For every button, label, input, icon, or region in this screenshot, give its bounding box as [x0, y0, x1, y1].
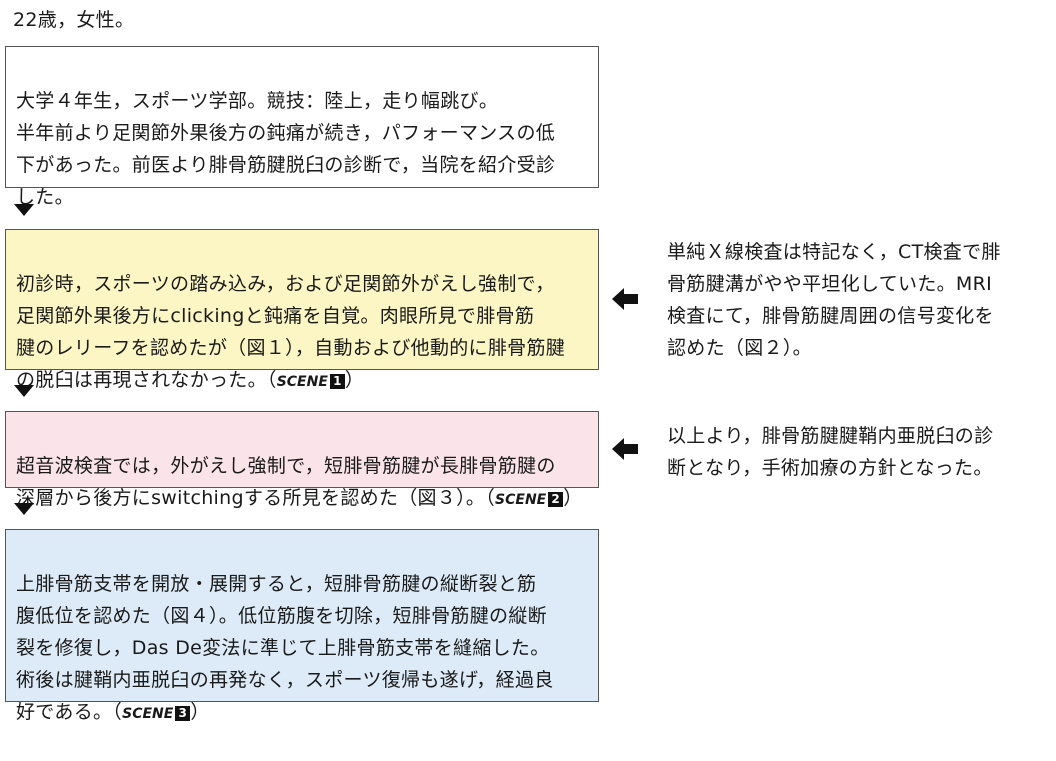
scene-number-badge: 3 [175, 706, 191, 721]
scene-label: SCENE [122, 706, 174, 722]
surgery-text: 上腓骨筋支帯を開放・展開すると，短腓骨筋腱の縦断裂と筋 腹低位を認めた（図４）。… [16, 573, 554, 723]
left-arrow-icon [612, 438, 638, 460]
scene-label: SCENE [276, 374, 328, 390]
initial-exam-text: 初診時，スポーツの踏み込み，および足関節外がえし強制で， 足関節外果後方にcli… [16, 273, 566, 391]
left-arrow-icon [612, 288, 638, 310]
close-paren: ） [563, 487, 583, 509]
down-arrow-icon [14, 385, 34, 397]
flow-box-surgery: 上腓骨筋支帯を開放・展開すると，短腓骨筋腱の縦断裂と筋 腹低位を認めた（図４）。… [5, 529, 599, 723]
history-text: 大学４年生，スポーツ学部。競技：陸上，走り幅跳び。 半年前より足関節外果後方の鈍… [16, 90, 556, 208]
case-header: 22歳，女性。 [13, 9, 135, 31]
scene-number-badge: 1 [329, 374, 345, 389]
side-note-imaging: 単純Ｘ線検査は特記なく，CT検査で腓 骨筋腱溝がやや平坦化していた。MRI 検査… [667, 241, 1001, 359]
down-arrow-icon [14, 503, 34, 515]
flow-box-ultrasound: 超音波検査では，外がえし強制で，短腓骨筋腱が長腓骨筋腱の 深層から後方にswit… [5, 411, 599, 509]
close-paren: ） [344, 369, 365, 391]
ultrasound-text: 超音波検査では，外がえし強制で，短腓骨筋腱が長腓骨筋腱の 深層から後方にswit… [16, 455, 556, 509]
scene-label: SCENE [495, 492, 547, 508]
flow-box-initial-exam: 初診時，スポーツの踏み込み，および足関節外がえし強制で， 足関節外果後方にcli… [5, 229, 599, 391]
down-arrow-icon [14, 204, 34, 216]
flow-box-history: 大学４年生，スポーツ学部。競技：陸上，走り幅跳び。 半年前より足関節外果後方の鈍… [5, 46, 599, 208]
scene-number-badge: 2 [548, 492, 564, 507]
close-paren: ） [190, 701, 210, 723]
side-note-diagnosis: 以上より，腓骨筋腱腱鞘内亜脱臼の診 断となり，手術加療の方針となった。 [667, 425, 994, 479]
